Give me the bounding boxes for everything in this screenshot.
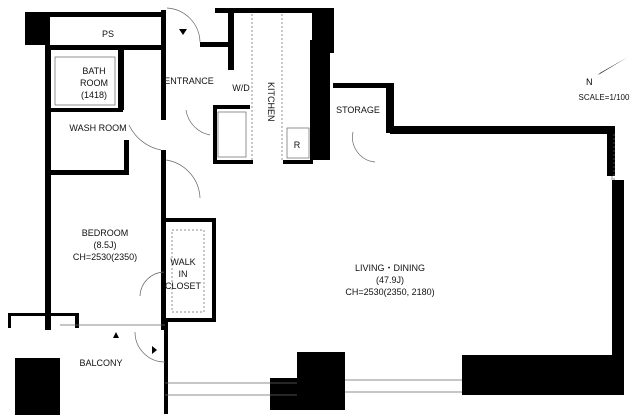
wall bbox=[310, 40, 330, 160]
wall bbox=[118, 50, 124, 110]
wall-block bbox=[25, 12, 50, 45]
wall bbox=[213, 160, 253, 164]
balcony-arrow-icon bbox=[113, 332, 119, 338]
wall bbox=[283, 160, 313, 164]
wall bbox=[333, 83, 391, 88]
wall bbox=[213, 105, 250, 109]
scale-label: SCALE=1/100 bbox=[578, 93, 630, 102]
room-label-bedroom: BEDROOM (8.5J) CH=2530(2350) bbox=[72, 228, 138, 262]
wall bbox=[213, 105, 217, 163]
wall bbox=[51, 108, 123, 112]
wall bbox=[8, 313, 78, 316]
wall bbox=[164, 322, 168, 414]
wall bbox=[228, 10, 234, 70]
refrigerator-space bbox=[286, 127, 310, 159]
room-label-living: LIVING・DINING (47.9J) CH=2530(2350, 2180… bbox=[345, 263, 435, 297]
bathtub bbox=[54, 56, 116, 106]
wall bbox=[124, 140, 129, 175]
wall bbox=[390, 126, 615, 134]
room-label-bath: BATH ROOM (1418) bbox=[80, 66, 108, 100]
wall bbox=[161, 150, 166, 330]
wall bbox=[75, 313, 79, 328]
wall-block bbox=[15, 358, 60, 415]
closet-door-swing bbox=[139, 271, 165, 297]
room-label-entrance: ENTRANCE bbox=[164, 76, 214, 86]
wall bbox=[607, 126, 615, 176]
wall bbox=[51, 170, 129, 175]
door-swing bbox=[185, 109, 211, 136]
wall bbox=[200, 42, 230, 47]
room-label-ps: PS bbox=[101, 29, 115, 39]
door-swing bbox=[165, 159, 201, 199]
room-label-storage: STORAGE bbox=[336, 105, 380, 115]
wall bbox=[215, 8, 315, 13]
north-arrow-icon: N bbox=[586, 57, 628, 87]
wall-block bbox=[297, 352, 345, 410]
balcony-arrow-icon bbox=[152, 346, 157, 354]
door-swing bbox=[128, 124, 162, 151]
closet-shelf bbox=[171, 229, 205, 313]
wall bbox=[212, 218, 216, 322]
room-label-wash: WASH ROOM bbox=[69, 123, 127, 133]
wall bbox=[386, 83, 394, 133]
wall bbox=[45, 45, 165, 50]
entrance-door-swing bbox=[166, 7, 201, 43]
room-label-closet: WALK IN CLOSET bbox=[164, 257, 202, 291]
wall bbox=[164, 318, 216, 322]
fixtures bbox=[54, 7, 615, 396]
balcony-door-swing bbox=[134, 331, 166, 363]
toilet-area bbox=[217, 111, 247, 158]
room-label-wd: W/D bbox=[232, 83, 250, 93]
wall bbox=[612, 180, 624, 395]
wall bbox=[50, 12, 165, 17]
storage-door-swing bbox=[352, 131, 376, 163]
wall bbox=[45, 45, 51, 330]
wall-block bbox=[462, 355, 622, 395]
room-label-balcony: BALCONY bbox=[79, 358, 123, 368]
room-label-refrigerator: R bbox=[293, 140, 301, 150]
wall bbox=[161, 10, 166, 120]
svg-text:N: N bbox=[586, 77, 593, 87]
wall bbox=[164, 218, 216, 222]
room-label-kitchen: KITCHEN bbox=[266, 82, 276, 122]
wall bbox=[8, 313, 11, 328]
entry-arrow-icon bbox=[179, 29, 187, 35]
